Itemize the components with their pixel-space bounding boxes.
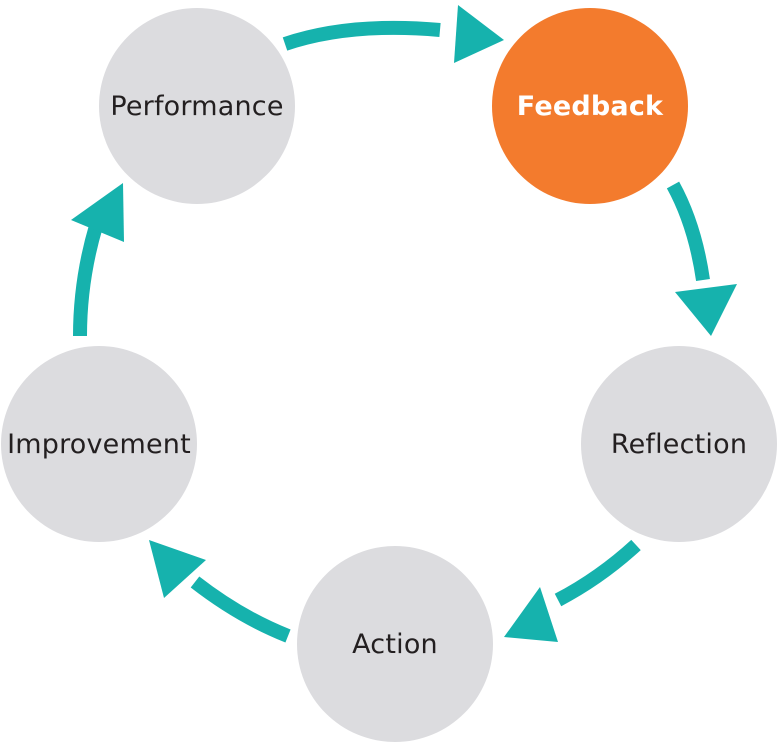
node-performance: Performance — [99, 8, 295, 204]
arrow-head-reflection-to-action — [504, 587, 558, 642]
node-action: Action — [297, 546, 493, 742]
arrow-improvement-to-performance — [73, 224, 103, 337]
node-label-performance: Performance — [110, 90, 284, 122]
arrow-reflection-to-action — [554, 539, 641, 607]
arrow-head-performance-to-feedback — [454, 5, 504, 63]
node-label-improvement: Improvement — [7, 428, 191, 460]
arrow-action-to-improvement — [190, 576, 291, 643]
arrow-head-action-to-improvement — [149, 540, 206, 598]
node-improvement: Improvement — [1, 346, 197, 542]
node-label-feedback: Feedback — [516, 90, 664, 122]
arrow-head-improvement-to-performance — [71, 183, 124, 242]
arrow-feedback-to-reflection — [666, 181, 710, 282]
arrow-performance-to-feedback — [282, 20, 441, 51]
node-label-action: Action — [352, 628, 438, 660]
node-label-reflection: Reflection — [610, 428, 748, 460]
node-reflection: Reflection — [581, 346, 777, 542]
node-feedback: Feedback — [492, 8, 688, 204]
arrow-head-feedback-to-reflection — [675, 284, 737, 336]
